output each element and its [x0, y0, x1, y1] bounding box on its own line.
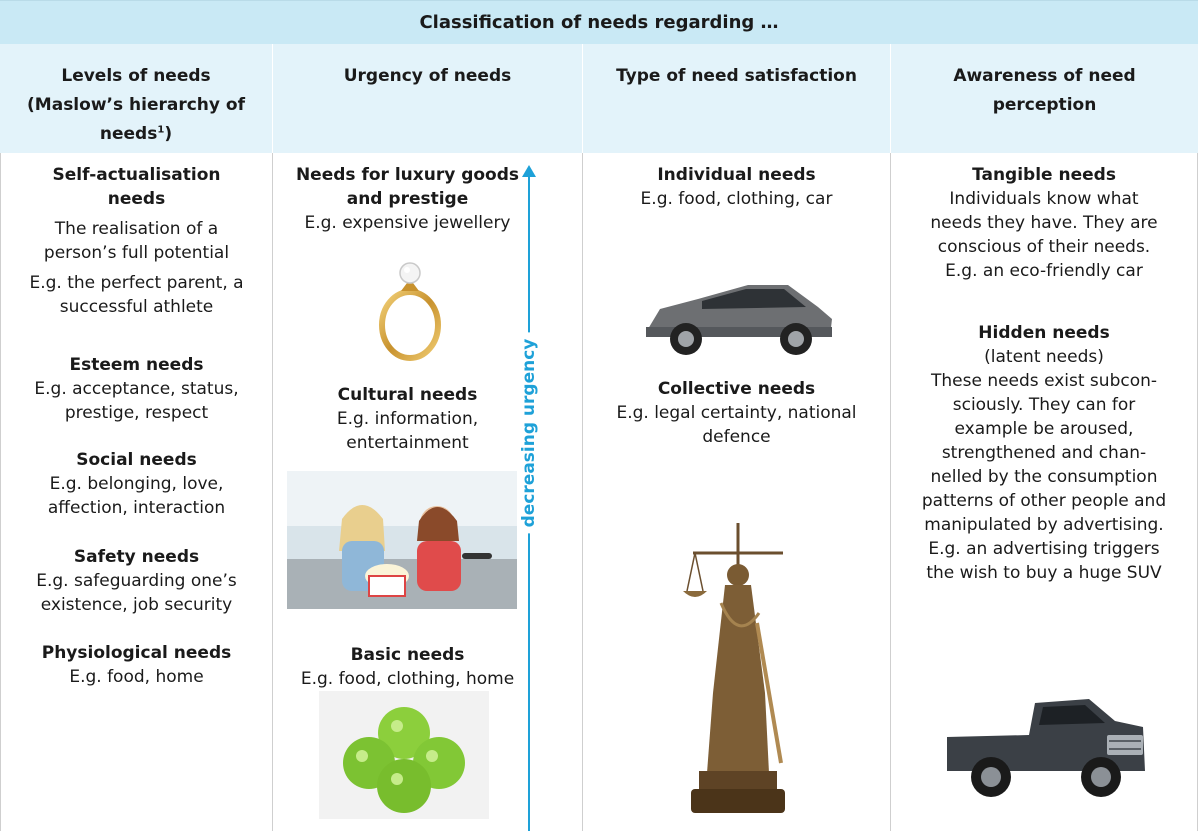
- tangible-example: E.g. an eco-friendly car: [945, 261, 1143, 281]
- tangible-desc-2: needs they have. They are: [930, 213, 1158, 233]
- safety-example-2: existence, job security: [40, 595, 233, 615]
- physiological-example: E.g. food, home: [69, 667, 204, 687]
- footnote-marker: 1: [157, 124, 165, 136]
- social-block: Social needs E.g. belonging, love, affec…: [1, 448, 272, 520]
- individual-example: E.g. food, clothing, car: [640, 189, 833, 209]
- column-maslow: Self-actualisation needs The realisation…: [0, 153, 272, 831]
- physiological-block: Physiological needs E.g. food, home: [1, 641, 272, 689]
- cultural-example: E.g. information,: [336, 409, 479, 429]
- physiological-title: Physiological needs: [41, 643, 232, 663]
- header-satisfaction-type: Type of need satisfaction: [582, 44, 890, 153]
- hidden-example: E.g. an advertising triggers: [928, 539, 1160, 559]
- hidden-title: Hidden needs: [978, 323, 1110, 343]
- green-apples-image: [319, 691, 489, 819]
- individual-title: Individual needs: [657, 165, 816, 185]
- header-levels-of-needs: Levels of needs (Maslow’s hierarchy of n…: [0, 44, 272, 153]
- social-title: Social needs: [76, 450, 197, 470]
- hidden-desc-4: strengthened and chan-: [941, 443, 1147, 463]
- esteem-example-2: prestige, respect: [64, 403, 209, 423]
- social-example-2: affection, interaction: [47, 498, 226, 518]
- hidden-desc-1: These needs exist subcon-: [930, 371, 1158, 391]
- collective-title: Collective needs: [657, 379, 816, 399]
- arrow-up-icon: [522, 165, 536, 177]
- tangible-desc-1: Individuals know what: [949, 189, 1139, 209]
- column-headers: Levels of needs (Maslow’s hierarchy of n…: [0, 44, 1198, 153]
- tangible-desc-3: conscious of their needs.: [937, 237, 1151, 257]
- hatchback-car-image: [646, 285, 832, 355]
- tangible-title: Tangible needs: [972, 165, 1116, 185]
- friends-popcorn-image: [287, 471, 517, 609]
- collective-example: E.g. legal certainty, national: [616, 403, 857, 423]
- column-urgency: Needs for luxury goods and prestige E.g.…: [272, 153, 582, 831]
- ring-image: [379, 262, 441, 361]
- hidden-desc-6: patterns of other people and: [921, 491, 1167, 511]
- luxury-title-2: and prestige: [346, 189, 469, 209]
- social-example: E.g. belonging, love,: [49, 474, 224, 494]
- urgency-arrow: decreasing urgency: [511, 165, 547, 831]
- self-actualisation-desc-2: person’s full potential: [43, 243, 230, 263]
- self-actualisation-title-2: needs: [107, 189, 166, 209]
- tangible-block: Tangible needs Individuals know what nee…: [891, 163, 1197, 283]
- cultural-example-2: entertainment: [346, 433, 469, 453]
- hidden-block: Hidden needs (latent needs) These needs …: [891, 321, 1197, 585]
- hidden-subtitle: (latent needs): [984, 347, 1104, 367]
- esteem-title: Esteem needs: [69, 355, 204, 375]
- header-awareness: Awareness of need perception: [890, 44, 1198, 153]
- header-awareness-line1: Awareness of need: [953, 66, 1136, 86]
- self-actualisation-example: E.g. the perfect parent, a: [29, 273, 244, 293]
- individual-block: Individual needs E.g. food, clothing, ca…: [583, 163, 890, 211]
- header-urgency: Urgency of needs: [272, 44, 582, 153]
- esteem-example: E.g. acceptance, status,: [34, 379, 239, 399]
- luxury-title: Needs for luxury goods: [295, 165, 520, 185]
- basic-title: Basic needs: [350, 645, 465, 665]
- column-awareness: Tangible needs Individuals know what nee…: [890, 153, 1198, 831]
- hidden-example-2: the wish to buy a huge SUV: [926, 563, 1162, 583]
- basic-block: Basic needs E.g. food, clothing, home: [273, 643, 542, 691]
- self-actualisation-title: Self-actualisation: [52, 165, 221, 185]
- basic-example: E.g. food, clothing, home: [300, 669, 515, 689]
- self-actualisation-block: Self-actualisation needs The realisation…: [1, 163, 272, 319]
- collective-block: Collective needs E.g. legal certainty, n…: [583, 377, 890, 449]
- header-awareness-line2: perception: [992, 95, 1097, 115]
- hidden-desc-5: nelled by the consumption: [930, 467, 1158, 487]
- header-levels-line2: (Maslow’s hierarchy of: [27, 95, 245, 115]
- hidden-desc-3: example be aroused,: [954, 419, 1134, 439]
- pickup-truck-image: [947, 699, 1145, 797]
- table-title: Classification of needs regarding …: [0, 0, 1198, 44]
- self-actualisation-desc: The realisation of a: [54, 219, 219, 239]
- header-levels-line1: Levels of needs: [61, 66, 211, 86]
- justice-statue-image: [683, 523, 785, 813]
- collective-example-2: defence: [702, 427, 771, 447]
- safety-example: E.g. safeguarding one’s: [36, 571, 237, 591]
- decreasing-urgency-label: decreasing urgency: [517, 332, 541, 534]
- cultural-block: Cultural needs E.g. information, enterta…: [273, 383, 542, 455]
- cultural-title: Cultural needs: [337, 385, 478, 405]
- hidden-desc-7: manipulated by advertising.: [924, 515, 1164, 535]
- hidden-desc-2: sciously. They can for: [952, 395, 1136, 415]
- safety-block: Safety needs E.g. safeguarding one’s exi…: [1, 545, 272, 617]
- self-actualisation-example-2: successful athlete: [59, 297, 214, 317]
- column-satisfaction: Individual needs E.g. food, clothing, ca…: [582, 153, 890, 831]
- safety-title: Safety needs: [73, 547, 200, 567]
- header-levels-line3: needs1): [99, 124, 173, 144]
- luxury-example: E.g. expensive jewellery: [304, 213, 511, 233]
- luxury-block: Needs for luxury goods and prestige E.g.…: [273, 163, 542, 235]
- esteem-block: Esteem needs E.g. acceptance, status, pr…: [1, 353, 272, 425]
